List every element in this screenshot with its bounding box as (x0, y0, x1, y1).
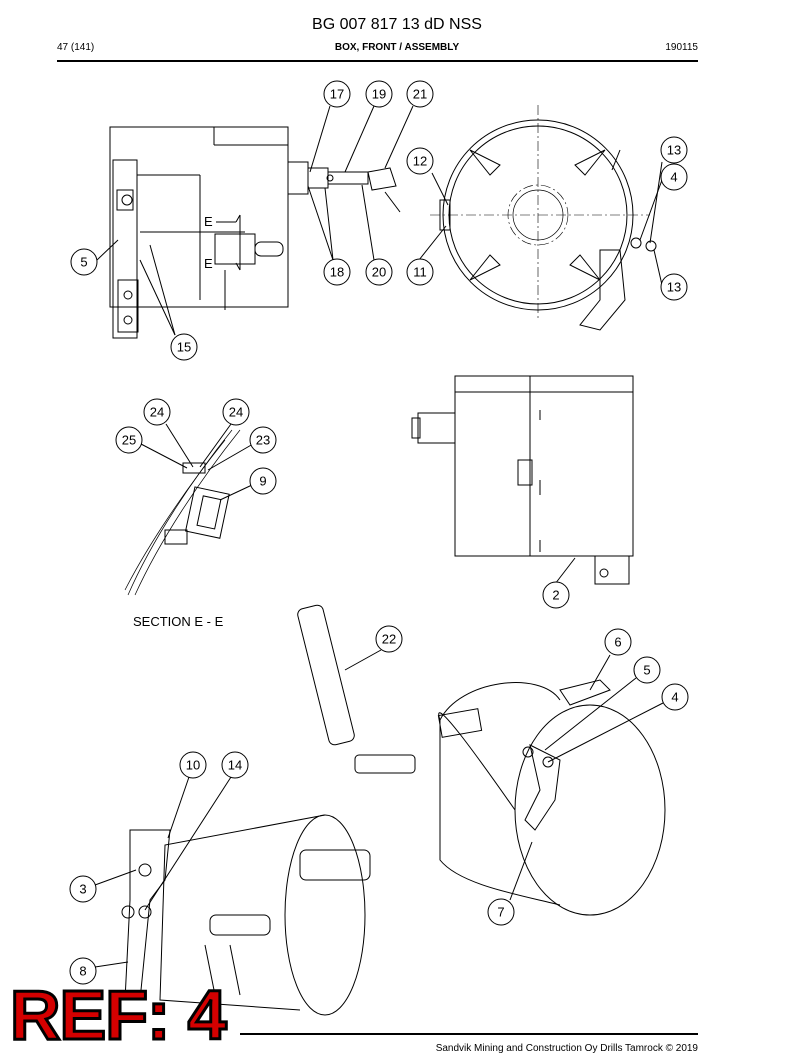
callout-24-right: 24 (222, 398, 250, 426)
box-side-view (411, 375, 634, 585)
callout-11: 11 (406, 258, 434, 286)
svg-text:4: 4 (670, 170, 677, 185)
svg-text:13: 13 (667, 143, 681, 158)
svg-text:4: 4 (671, 690, 678, 705)
callout-5-top: 5 (70, 248, 98, 276)
svg-text:8: 8 (79, 964, 86, 979)
front-view (430, 105, 657, 331)
callout-19: 19 (365, 80, 393, 108)
section-mark-top: E (204, 214, 213, 229)
callout-15: 15 (170, 333, 198, 361)
section-heading: BOX, FRONT / ASSEMBLY (334, 42, 460, 53)
page-number: 47 (141) (57, 42, 95, 53)
callout-2: 2 (542, 581, 570, 609)
section-label: SECTION E - E (133, 614, 224, 629)
callout-10: 10 (179, 751, 207, 779)
callout-8: 8 (69, 957, 97, 985)
footer-rule (240, 1033, 698, 1035)
callout-6: 6 (604, 628, 632, 656)
side-view: E E (109, 126, 401, 339)
svg-text:3: 3 (79, 882, 86, 897)
callout-7: 7 (487, 898, 515, 926)
svg-text:10: 10 (186, 758, 200, 773)
callout-23: 23 (249, 426, 277, 454)
svg-text:23: 23 (256, 433, 270, 448)
svg-text:14: 14 (228, 758, 242, 773)
isometric-view-right (297, 604, 666, 916)
callout-17: 17 (323, 80, 351, 108)
svg-text:7: 7 (497, 905, 504, 920)
svg-text:25: 25 (122, 433, 136, 448)
svg-text:6: 6 (614, 635, 621, 650)
header-rule (57, 60, 698, 62)
callout-4-top: 4 (660, 163, 688, 191)
svg-text:24: 24 (229, 405, 243, 420)
svg-text:18: 18 (330, 265, 344, 280)
callout-20: 20 (365, 258, 393, 286)
svg-text:20: 20 (372, 265, 386, 280)
svg-text:9: 9 (259, 474, 266, 489)
isometric-view-left (121, 814, 371, 1016)
callout-9: 9 (249, 467, 277, 495)
svg-text:13: 13 (667, 280, 681, 295)
callout-21: 21 (406, 80, 434, 108)
svg-text:15: 15 (177, 340, 191, 355)
callout-18: 18 (323, 258, 351, 286)
callout-22: 22 (375, 625, 403, 653)
svg-text:19: 19 (372, 87, 386, 102)
svg-text:22: 22 (382, 632, 396, 647)
svg-text:12: 12 (413, 154, 427, 169)
footer-copyright: Sandvik Mining and Construction Oy Drill… (435, 1043, 698, 1053)
callout-3: 3 (69, 875, 97, 903)
svg-text:11: 11 (413, 265, 427, 280)
svg-text:5: 5 (80, 255, 87, 270)
ref-stamp: REF: 4 (9, 976, 229, 1053)
svg-text:17: 17 (330, 87, 344, 102)
svg-text:21: 21 (413, 87, 427, 102)
document-title: BG 007 817 13 dD NSS (312, 16, 482, 33)
callout-25: 25 (115, 426, 143, 454)
leader-lines (94, 105, 664, 968)
callout-24-left: 24 (143, 398, 171, 426)
svg-text:24: 24 (150, 405, 164, 420)
callout-bubbles: 17 19 21 12 13 4 5 18 20 11 13 15 24 24 … (69, 80, 689, 985)
date-code: 190115 (665, 42, 698, 53)
section-mark-bottom: E (204, 256, 213, 271)
callout-14: 14 (221, 751, 249, 779)
callout-13-bottom: 13 (660, 273, 688, 301)
callout-13-top: 13 (660, 136, 688, 164)
svg-text:5: 5 (643, 663, 650, 678)
callout-12: 12 (406, 147, 434, 175)
svg-text:2: 2 (552, 588, 559, 603)
callout-5-bottom: 5 (633, 656, 661, 684)
section-e-e-detail (124, 429, 241, 596)
callout-4-bottom: 4 (661, 683, 689, 711)
